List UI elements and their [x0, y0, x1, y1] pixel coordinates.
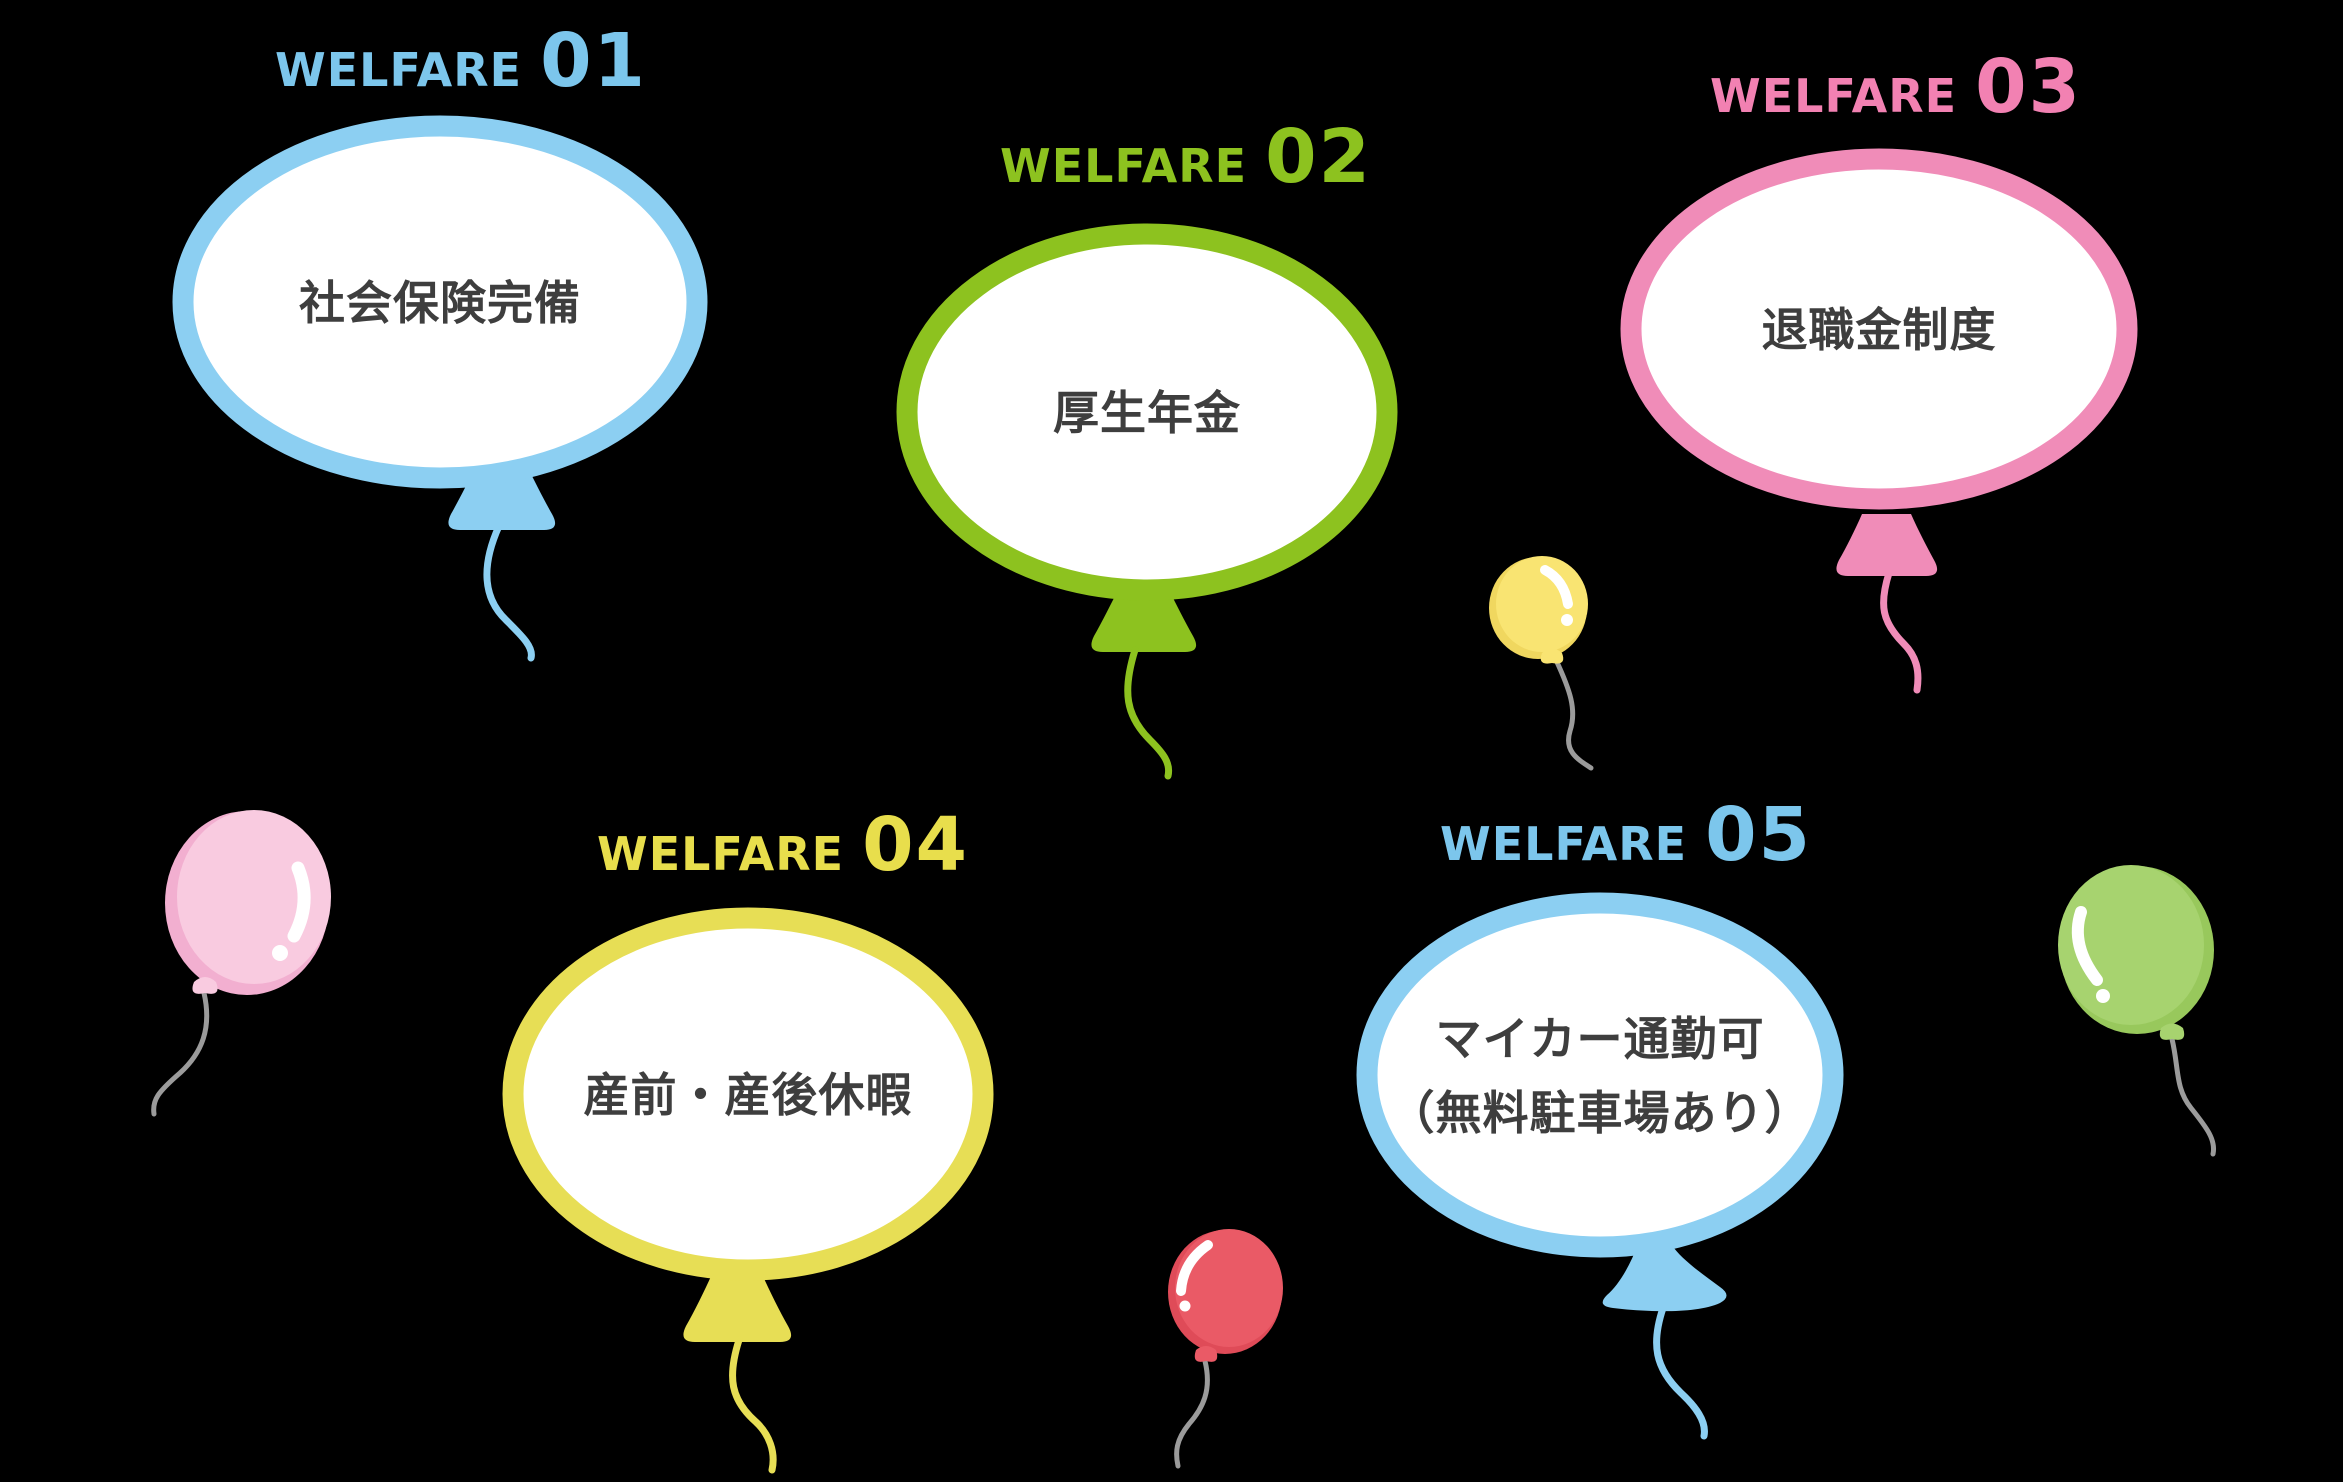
mini-green-knot — [2159, 1023, 2185, 1040]
welfare-balloon-2 — [896, 223, 1398, 780]
welfare-01-label: WELFARE 01 — [275, 24, 647, 98]
mini-pink-highlight — [287, 861, 311, 943]
welfare-04-word: WELFARE — [597, 827, 845, 881]
mini-red-highlight-dot — [1179, 1300, 1191, 1312]
mini-green-highlight — [2071, 906, 2103, 986]
mini-pink-highlight-dot — [272, 945, 288, 961]
welfare-03-label: WELFARE 03 — [1710, 50, 2082, 124]
mini-red-string — [1174, 1358, 1210, 1469]
welfare-05-word: WELFARE — [1440, 817, 1688, 871]
balloon-5-string — [1653, 1304, 1708, 1440]
welfare-05-text-line-2: （無料駐車場あり） — [1388, 1086, 1812, 1140]
mini-yellow-body — [1496, 556, 1588, 652]
welfare-02-word: WELFARE — [1000, 139, 1248, 193]
mini-yellow-knot — [1540, 648, 1564, 664]
welfare-04-text: 産前・産後休暇 — [488, 1058, 1008, 1132]
mini-pink-knot — [192, 977, 218, 994]
welfare-03-text-line: 退職金制度 — [1761, 303, 1997, 357]
welfare-05-label: WELFARE 05 — [1440, 798, 1812, 872]
welfare-05-text-line-1: マイカー通勤可 — [1435, 1012, 1765, 1066]
mini-balloon-green — [2058, 865, 2217, 1157]
welfare-03-word: WELFARE — [1710, 69, 1958, 123]
welfare-01-text: 社会保険完備 — [180, 266, 700, 340]
mini-pink-string — [151, 990, 210, 1117]
balloon-3-bubble — [1620, 148, 2138, 510]
welfare-05-text: マイカー通勤可 （無料駐車場あり） — [1340, 1002, 1860, 1150]
balloon-1-bubble — [172, 115, 708, 489]
welfare-04-number: 04 — [862, 802, 970, 888]
welfare-02-label: WELFARE 02 — [1000, 120, 1372, 194]
mini-red-highlight — [1176, 1240, 1213, 1296]
balloon-3-string — [1880, 569, 1922, 694]
welfare-balloon-1 — [172, 115, 708, 662]
welfare-balloon-4 — [502, 907, 994, 1474]
welfare-02-number: 02 — [1265, 114, 1373, 200]
welfare-03-number: 03 — [1975, 44, 2083, 130]
welfare-01-number: 01 — [540, 18, 648, 104]
welfare-balloon-5 — [1356, 892, 1844, 1440]
balloon-4-bubble — [502, 907, 994, 1281]
balloon-1-string — [483, 522, 535, 662]
welfare-03-text: 退職金制度 — [1619, 293, 2139, 367]
mini-yellow-string — [1553, 657, 1594, 771]
balloon-5-tail — [1602, 1244, 1727, 1312]
welfare-05-number: 05 — [1705, 792, 1813, 878]
balloon-4-string — [729, 1336, 777, 1474]
mini-red-body — [1175, 1229, 1283, 1347]
welfare-04-text-line: 産前・産後休暇 — [583, 1068, 913, 1122]
welfare-04-label: WELFARE 04 — [597, 808, 969, 882]
balloon-4-tail — [683, 1274, 792, 1342]
mini-red-knot — [1194, 1346, 1218, 1362]
mini-yellow-highlight-dot — [1561, 614, 1573, 626]
mini-balloon-red — [1168, 1229, 1283, 1469]
mini-balloon-pink — [151, 810, 331, 1117]
mini-balloon-yellow — [1489, 556, 1594, 771]
balloon-5-bubble — [1356, 892, 1844, 1258]
welfare-01-word: WELFARE — [275, 43, 523, 97]
mini-yellow-highlight — [1540, 565, 1573, 609]
balloon-2-tail — [1091, 586, 1197, 652]
mini-green-highlight-dot — [2096, 989, 2110, 1003]
welfare-02-text-line: 厚生年金 — [1053, 386, 1241, 440]
welfare-01-text-line: 社会保険完備 — [299, 276, 581, 330]
welfare-balloon-3 — [1620, 148, 2138, 694]
mini-green-string — [2169, 1036, 2217, 1157]
balloon-3-tail — [1836, 514, 1938, 576]
balloon-2-bubble — [896, 223, 1398, 601]
balloon-2-string — [1124, 646, 1173, 780]
welfare-02-text: 厚生年金 — [887, 376, 1407, 450]
